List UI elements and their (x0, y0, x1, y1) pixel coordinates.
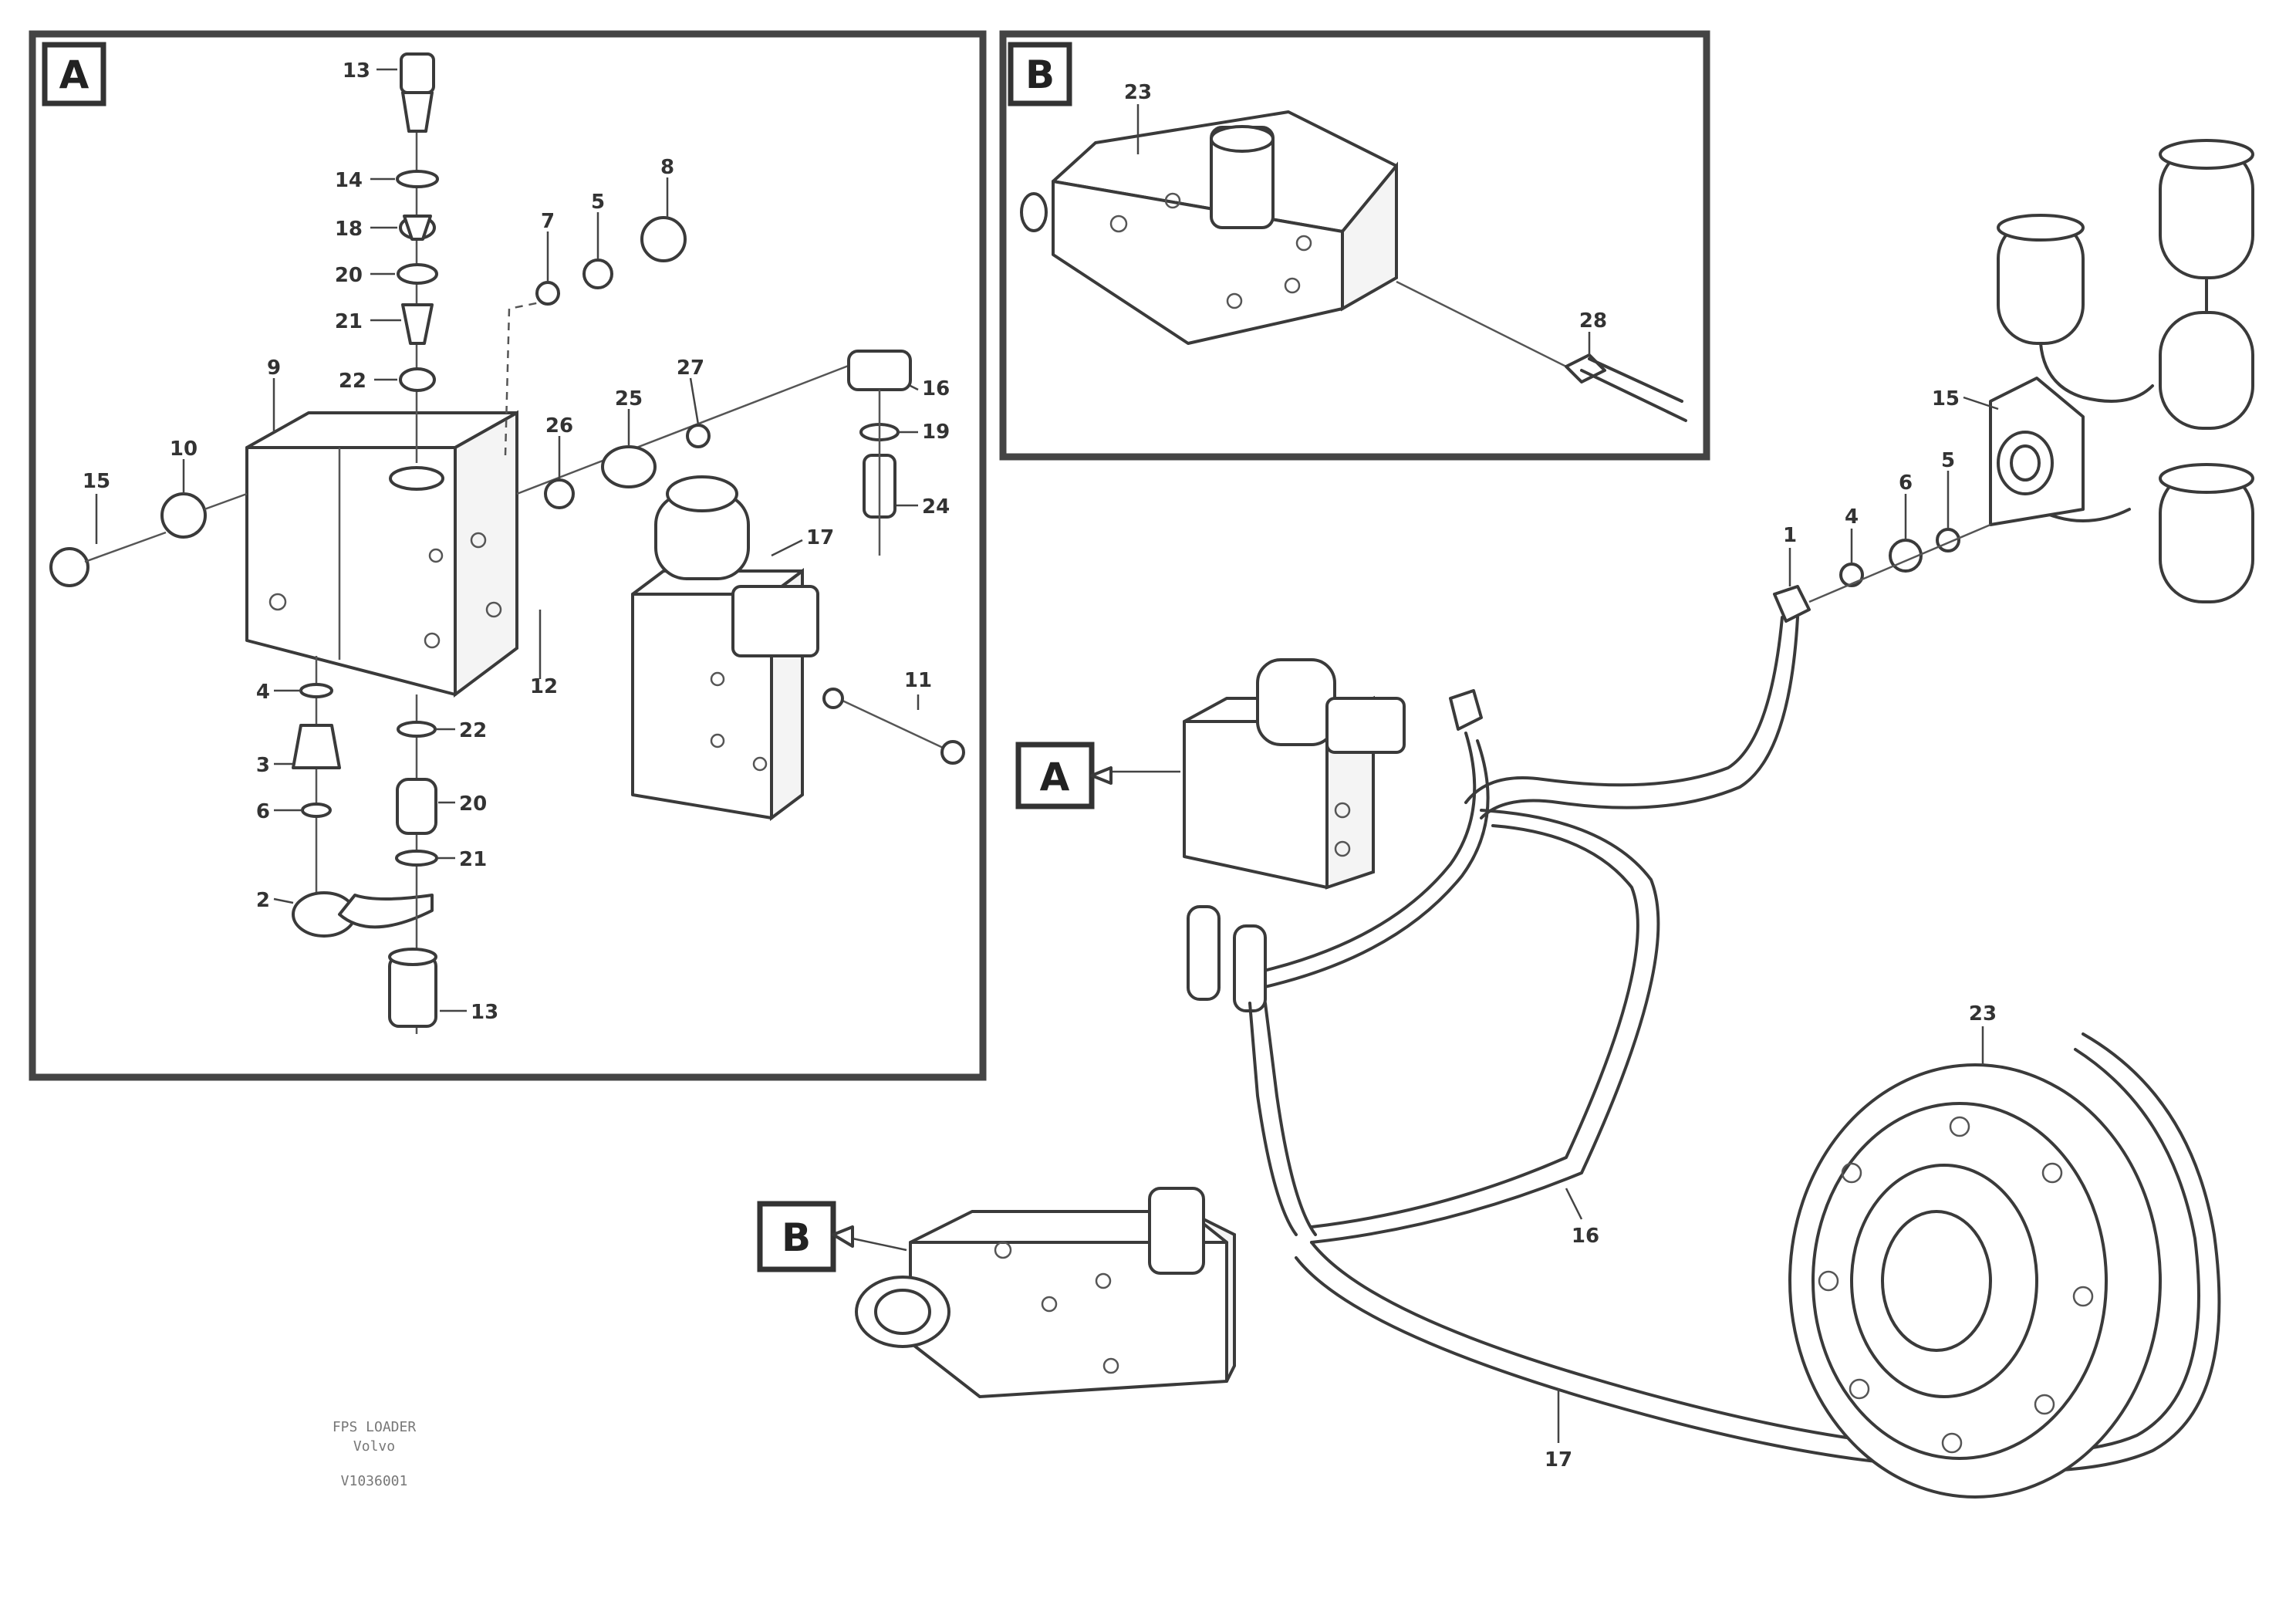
callout-r1: 1 (1783, 524, 1797, 547)
callout-9-top: 9 (267, 357, 281, 380)
callout-5-small: 5 (591, 191, 605, 214)
callout-19: 19 (922, 421, 950, 444)
valve-assembly-b (855, 1187, 1236, 1398)
lower-middle-stack (388, 694, 438, 1034)
callout-10: 10 (170, 438, 198, 461)
callout-m23: 23 (1969, 1002, 1997, 1026)
callout-11: 11 (904, 669, 932, 692)
washer-26 (544, 478, 575, 509)
footer-line-2: Volvo (353, 1438, 395, 1455)
callout-m16: 16 (1572, 1225, 1599, 1248)
callout-r6: 6 (1899, 471, 1913, 495)
callout-21-low: 21 (459, 848, 487, 871)
pointer-a-letter: A (1040, 755, 1070, 799)
pointer-b-tag (757, 1201, 836, 1272)
callout-r5: 5 (1941, 449, 1955, 472)
inset-a-letter: A (59, 52, 89, 97)
fitting-1 (1773, 585, 1811, 623)
callout-14: 14 (335, 169, 363, 192)
hose-upper (1464, 616, 1784, 804)
inset-a-tag (42, 42, 106, 106)
footer-line-1: FPS LOADER (333, 1419, 417, 1435)
pointer-a-tag (1015, 742, 1095, 809)
solenoid-valve-11 (631, 475, 819, 821)
callout-6: 6 (256, 800, 270, 823)
callout-26: 26 (545, 414, 573, 438)
inset-b-tag (1008, 42, 1072, 106)
callout-17: 17 (806, 526, 834, 549)
dashed-pipe-a (504, 299, 549, 456)
callout-15-left: 15 (83, 470, 110, 493)
callout-4: 4 (256, 681, 270, 704)
valve-block-a (245, 410, 518, 698)
plug-10 (160, 492, 207, 539)
callout-b23: 23 (1124, 81, 1152, 104)
callout-12: 12 (530, 675, 558, 698)
callout-r15: 15 (1932, 387, 1960, 411)
callout-18: 18 (335, 218, 363, 241)
washer-5 (582, 259, 613, 289)
hose-vertical (1248, 1002, 1298, 1236)
callout-13-low: 13 (471, 1001, 498, 1024)
inset-b-frame (999, 30, 1710, 461)
callout-27: 27 (677, 357, 704, 380)
callout-2: 2 (256, 889, 270, 912)
plug-15 (49, 547, 89, 587)
valve-assembly-a (1183, 658, 1483, 890)
callout-3: 3 (256, 754, 270, 777)
lower-left-stack (292, 656, 434, 938)
inset-a-frame (29, 30, 987, 1081)
footer-line-3: V1036001 (341, 1473, 408, 1489)
callout-20-top: 20 (335, 264, 363, 287)
washer-27 (686, 424, 711, 448)
callout-13-top: 13 (343, 59, 370, 83)
accumulator-manifold (1989, 377, 2085, 526)
fitting-4 (1839, 563, 1864, 587)
callout-16: 16 (922, 377, 950, 400)
callout-b28: 28 (1579, 309, 1607, 333)
elbow-16 (847, 350, 912, 391)
valve-block-b-detail (1020, 110, 1398, 345)
callout-20-low: 20 (459, 792, 487, 816)
valve-stack-top (396, 52, 439, 463)
inset-b-letter: B (1025, 52, 1055, 97)
pointer-b-letter: B (782, 1215, 811, 1260)
callout-25: 25 (615, 387, 643, 411)
callout-8: 8 (660, 156, 674, 179)
callout-7: 7 (541, 210, 555, 233)
fitting-25 (601, 445, 657, 488)
callout-r4: 4 (1845, 505, 1859, 529)
hose-16 (1310, 809, 1660, 1244)
accumulator-group (1997, 139, 2254, 603)
callout-24: 24 (922, 495, 950, 519)
fitting-7 (535, 281, 560, 306)
callout-21-top: 21 (335, 310, 363, 333)
callout-22-top: 22 (339, 370, 366, 393)
callout-m17: 17 (1545, 1448, 1572, 1472)
hose-side (1256, 732, 1477, 974)
callout-22-low: 22 (459, 719, 487, 742)
plug-8 (640, 216, 687, 262)
wheel-hub-23 (1788, 1063, 2162, 1499)
